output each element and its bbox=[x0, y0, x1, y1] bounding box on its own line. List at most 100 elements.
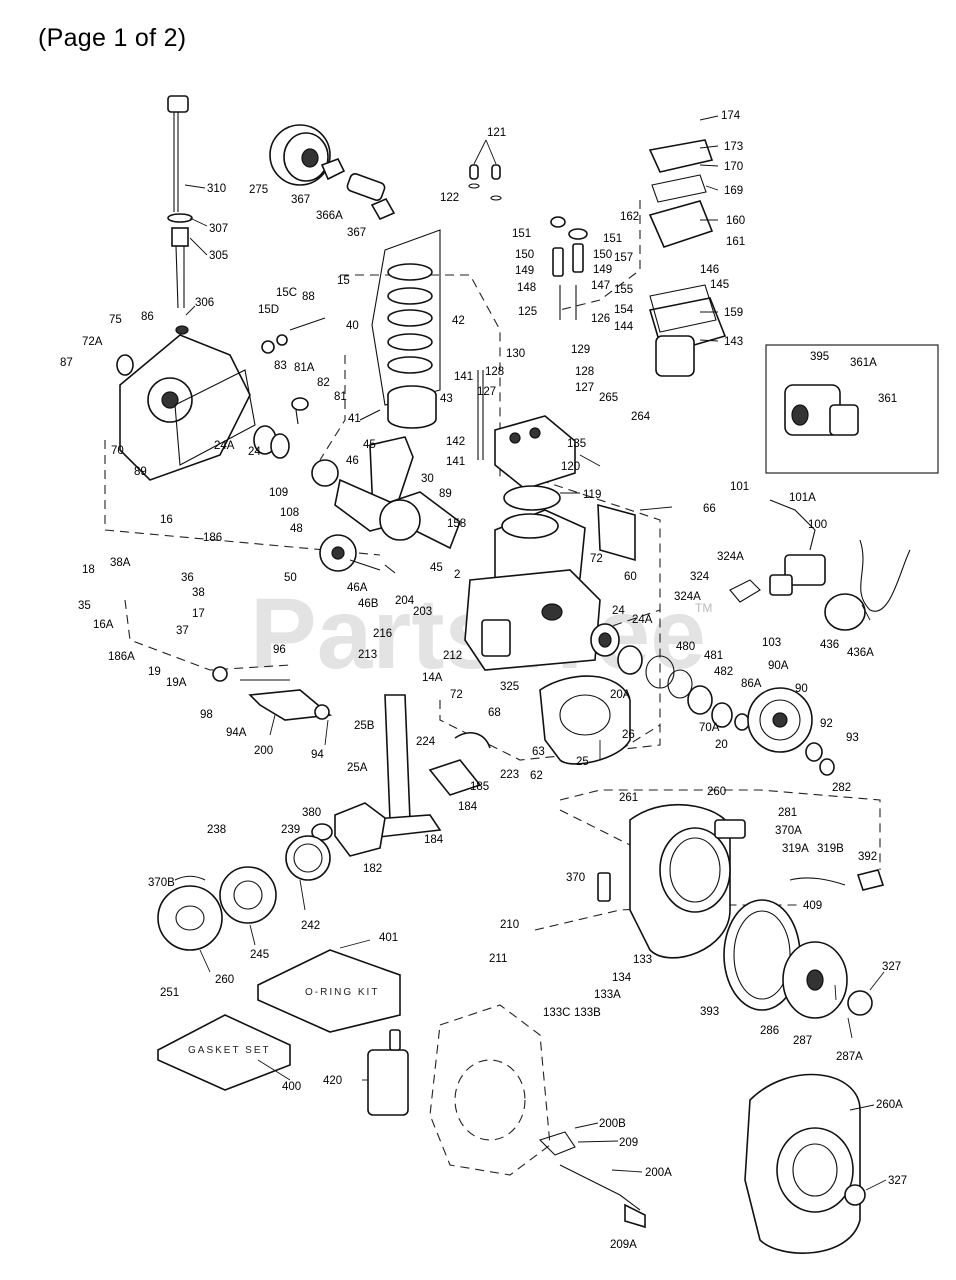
callout-label: 367 bbox=[347, 227, 366, 239]
recoil-starter bbox=[723, 869, 885, 1019]
o-ring-kit-label: O-RING KIT bbox=[305, 987, 379, 998]
callout-label: 209A bbox=[610, 1239, 637, 1251]
callout-label: 90A bbox=[768, 660, 789, 672]
callout-label: 45 bbox=[363, 439, 376, 451]
callout-label: 481 bbox=[704, 650, 723, 662]
ignition-assembly bbox=[729, 499, 911, 631]
callout-label: 133B bbox=[574, 1007, 601, 1019]
callout-label: 200B bbox=[599, 1118, 626, 1130]
electric-starter-inset bbox=[765, 344, 939, 474]
callout-label: 211 bbox=[489, 953, 507, 965]
callout-label: 94 bbox=[311, 749, 324, 761]
callout-label: 92 bbox=[820, 718, 833, 730]
callout-label: 109 bbox=[269, 487, 288, 499]
callout-label: 436 bbox=[820, 639, 839, 651]
callout-label: 216 bbox=[373, 628, 392, 640]
callout-label: 24 bbox=[612, 605, 625, 617]
callout-label: 133A bbox=[594, 989, 621, 1001]
callout-label: 42 bbox=[452, 315, 465, 327]
callout-label: 203 bbox=[413, 606, 432, 618]
callout-label: 15 bbox=[337, 275, 350, 287]
callout-label: 16A bbox=[93, 619, 114, 631]
governor-linkage bbox=[261, 317, 326, 425]
assembly-dash-lines bbox=[104, 200, 881, 931]
callout-label: 75 bbox=[109, 314, 122, 326]
callout-label: 157 bbox=[614, 252, 633, 264]
callout-label: 200 bbox=[254, 745, 273, 757]
callout-label: 134 bbox=[612, 972, 632, 984]
callout-label: 46 bbox=[346, 455, 359, 467]
callout-label: 25 bbox=[576, 756, 589, 768]
callout-label: 141 bbox=[446, 456, 465, 468]
crankcase-cover bbox=[116, 334, 290, 481]
callout-label: 251 bbox=[160, 987, 179, 999]
callout-label: 15C bbox=[276, 287, 297, 299]
callout-label: 46B bbox=[358, 598, 379, 610]
callout-label: 151 bbox=[603, 233, 622, 245]
callout-label: 260 bbox=[215, 974, 234, 986]
callout-label: 25B bbox=[354, 720, 375, 732]
callout-label: 86 bbox=[141, 311, 154, 323]
callout-label: 36 bbox=[181, 572, 194, 584]
flywheel-assembly bbox=[590, 623, 835, 776]
callout-label: 24A bbox=[632, 614, 653, 626]
callout-label: 395 bbox=[810, 351, 829, 363]
callout-label: 260 bbox=[707, 786, 726, 798]
callout-label: 24 bbox=[248, 446, 261, 458]
callout-label: 89 bbox=[439, 488, 452, 500]
intake-pipe bbox=[428, 732, 491, 796]
callout-label: 133C bbox=[543, 1007, 571, 1019]
callout-label: 161 bbox=[726, 236, 745, 248]
callout-label: 282 bbox=[832, 782, 851, 794]
callout-label: 186A bbox=[108, 651, 135, 663]
page-title: (Page 1 of 2) bbox=[38, 24, 187, 52]
callout-label: 62 bbox=[530, 770, 543, 782]
callout-label: 120 bbox=[561, 461, 580, 473]
crankshaft-assembly bbox=[311, 436, 461, 574]
callout-label: 261 bbox=[619, 792, 638, 804]
callout-label: 135 bbox=[567, 438, 586, 450]
callout-label: 482 bbox=[714, 666, 733, 678]
callout-label: 324A bbox=[717, 551, 744, 563]
callout-label: 213 bbox=[358, 649, 377, 661]
callout-label: 245 bbox=[250, 949, 269, 961]
callout-label: 70 bbox=[111, 445, 124, 457]
callout-label: 150 bbox=[515, 249, 534, 261]
callout-label: 400 bbox=[282, 1081, 301, 1093]
callout-label: 392 bbox=[858, 851, 877, 863]
callout-label: 327 bbox=[888, 1175, 907, 1187]
callout-label: 281 bbox=[778, 807, 797, 819]
callout-label: 149 bbox=[515, 265, 534, 277]
callout-label: 287 bbox=[793, 1035, 812, 1047]
callout-label: 327 bbox=[882, 961, 901, 973]
callout-label: 144 bbox=[614, 321, 634, 333]
callout-label: 82 bbox=[317, 377, 330, 389]
callout-label: 224 bbox=[416, 736, 436, 748]
callout-label: 17 bbox=[192, 608, 205, 620]
callout-label: 38A bbox=[110, 557, 131, 569]
callout-label: 40 bbox=[346, 320, 359, 332]
callout-label: 127 bbox=[575, 382, 594, 394]
callout-label: 50 bbox=[284, 572, 297, 584]
valve-parts bbox=[468, 164, 588, 320]
callout-label: 26 bbox=[622, 729, 635, 741]
air-filter bbox=[157, 866, 277, 951]
callout-label: 324 bbox=[690, 571, 710, 583]
callout-label: 265 bbox=[599, 392, 618, 404]
callout-label: 41 bbox=[348, 413, 361, 425]
callout-label: 212 bbox=[443, 650, 462, 662]
callout-label: 361 bbox=[878, 393, 897, 405]
callout-label: 150 bbox=[593, 249, 612, 261]
callout-label: 325 bbox=[500, 681, 519, 693]
callout-label: 101A bbox=[789, 492, 816, 504]
callout-label: 127 bbox=[477, 386, 496, 398]
callout-label: 100 bbox=[808, 519, 827, 531]
callout-label: 146 bbox=[700, 264, 719, 276]
callout-label: 108 bbox=[280, 507, 299, 519]
callout-label: 143 bbox=[724, 336, 743, 348]
baffle-25 bbox=[539, 675, 631, 765]
callout-label: 370 bbox=[566, 872, 585, 884]
leader-lines bbox=[184, 115, 887, 1191]
gasket-set-label: GASKET SET bbox=[188, 1045, 271, 1056]
callout-label: 96 bbox=[273, 644, 286, 656]
